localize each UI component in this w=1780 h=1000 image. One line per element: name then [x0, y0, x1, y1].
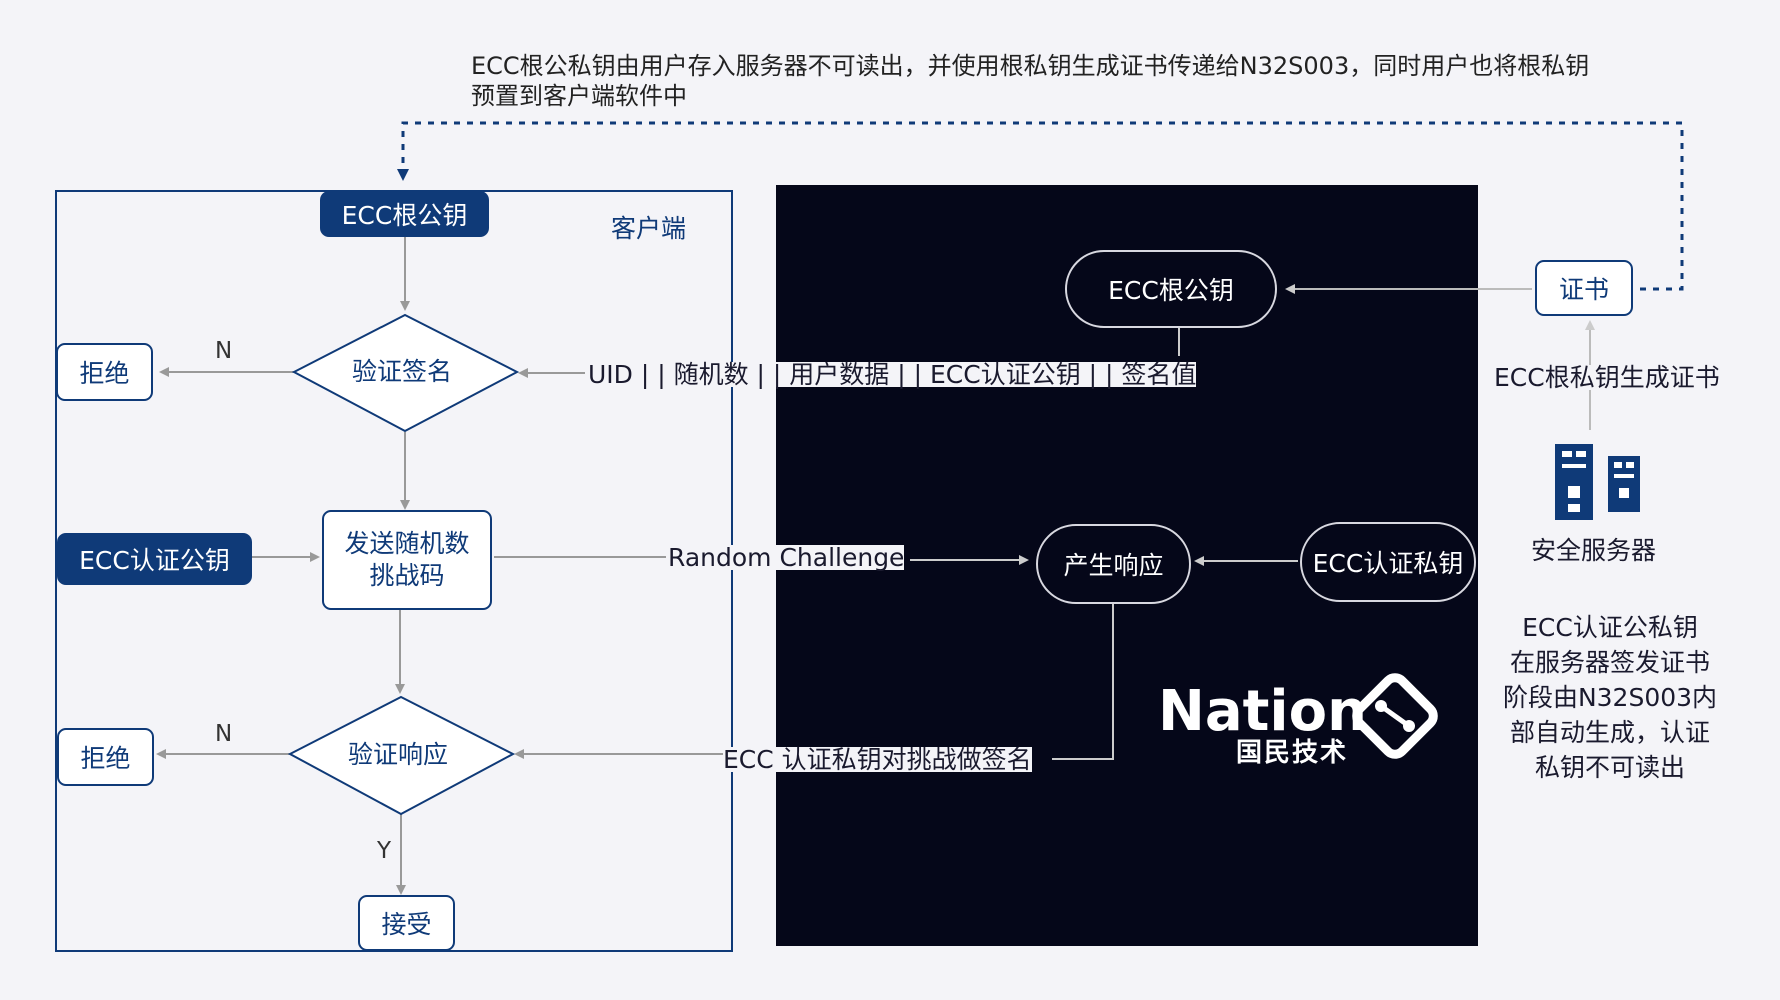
top-note-line2: 预置到客户端软件中: [471, 82, 687, 110]
random-challenge-label: Random Challenge: [668, 543, 905, 572]
server-icon: [1555, 444, 1640, 520]
top-note-line1: ECC根公私钥由用户存入服务器不可读出，并使用根私钥生成证书传递给N32S003…: [471, 52, 1590, 80]
nation-logo-icon: [1352, 673, 1438, 759]
reject-box-1: 拒绝: [56, 343, 153, 401]
server-note-line: 阶段由N32S003内: [1502, 683, 1718, 712]
gen-cert-label: ECC根私钥生成证书: [1494, 363, 1720, 392]
sign-challenge-label: ECC 认证私钥对挑战做签名: [723, 745, 1032, 774]
server-note: ECC认证公私钥 在服务器签发证书 阶段由N32S003内 部自动生成，认证 私…: [1490, 610, 1730, 785]
reject-box-2: 拒绝: [57, 728, 154, 786]
certificate-box: 证书: [1535, 260, 1633, 316]
verify-signature-diamond: [291, 313, 520, 433]
device-auth-privkey: ECC认证私钥: [1300, 522, 1476, 602]
uid-data-label: UID | | 随机数 | | 用户数据 | | ECC认证公钥 | | 签名值: [588, 360, 1197, 389]
server-note-line: 在服务器签发证书: [1509, 648, 1710, 677]
nation-logo-text: Nation: [1158, 679, 1367, 744]
client-title: 客户端: [611, 214, 687, 243]
server-note-line: 私钥不可读出: [1534, 753, 1685, 782]
cert-dashed-route: [397, 121, 1684, 291]
send-challenge-line2: 挑战码: [369, 561, 445, 590]
server-name: 安全服务器: [1531, 536, 1657, 565]
client-root-pubkey: ECC根公钥: [320, 191, 489, 237]
server-note-line: 部自动生成，认证: [1509, 718, 1710, 747]
send-challenge-box: 发送随机数 挑战码: [322, 510, 492, 610]
n-label-2: N: [215, 721, 233, 747]
nation-logo-cn: 国民技术: [1236, 738, 1349, 768]
server-note-line: ECC认证公私钥: [1522, 613, 1698, 642]
generate-response: 产生响应: [1036, 524, 1191, 604]
client-auth-pubkey: ECC认证公钥: [57, 533, 252, 585]
line-response-to-sign: [1052, 604, 1114, 760]
send-challenge-line1: 发送随机数: [344, 529, 470, 558]
device-root-pubkey: ECC根公钥: [1065, 250, 1277, 328]
accept-box: 接受: [358, 895, 455, 951]
verify-response-label: 验证响应: [348, 740, 449, 769]
y-label: Y: [377, 838, 392, 864]
verify-signature-label: 验证签名: [352, 357, 453, 386]
n-label-1: N: [215, 338, 233, 364]
verify-response-diamond: [287, 695, 516, 816]
